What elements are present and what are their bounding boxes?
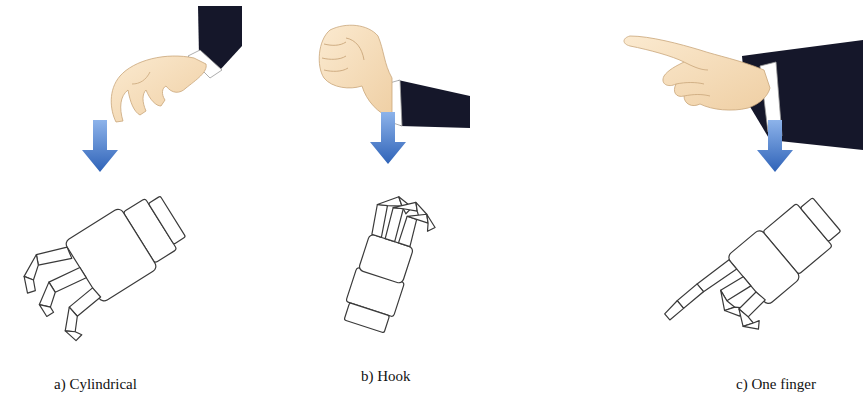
robot-hand-cylindrical-part [18, 255, 47, 284]
panel-caption: b) Hook [361, 368, 411, 385]
human-hand-one-finger [624, 36, 863, 150]
fist-skin [319, 25, 392, 118]
suit-sleeve [398, 80, 470, 128]
robot-hand-cylindrical-part [19, 273, 39, 295]
finger-lines [676, 62, 710, 96]
robot-hand-cylindrical-part [148, 196, 185, 244]
robot-hand-hook [340, 191, 440, 338]
robot-hand-hook-part [399, 216, 419, 246]
hand-skin [111, 56, 206, 122]
robot-hand-one-finger-part [800, 198, 841, 242]
robot-hand-hook-part [393, 196, 420, 215]
down-arrow [82, 120, 118, 172]
human-hand-cylindrical [111, 6, 242, 122]
panel-caption: c) One finger [736, 376, 816, 393]
robot-hand-cylindrical [13, 183, 202, 350]
robot-hand-one-finger [662, 190, 855, 369]
robot-hand-one-finger-part [743, 316, 763, 335]
finger-lines [322, 38, 364, 71]
robot-hand-cylindrical-part [64, 207, 158, 303]
robot-hand-cylindrical-part [39, 300, 53, 316]
robot-hand-one-finger-part [663, 301, 683, 320]
robot-hand-hook-part [344, 303, 390, 333]
down-arrow [757, 120, 793, 172]
robot-hand-hook-part [422, 214, 438, 233]
robot-hand-cylindrical-part [33, 239, 73, 276]
hand-skin [624, 36, 770, 110]
down-arrow [370, 112, 406, 164]
robot-hand-cylindrical-part [65, 325, 83, 343]
thumb-line [132, 72, 150, 84]
panel-caption: a) Cylindrical [54, 376, 137, 393]
